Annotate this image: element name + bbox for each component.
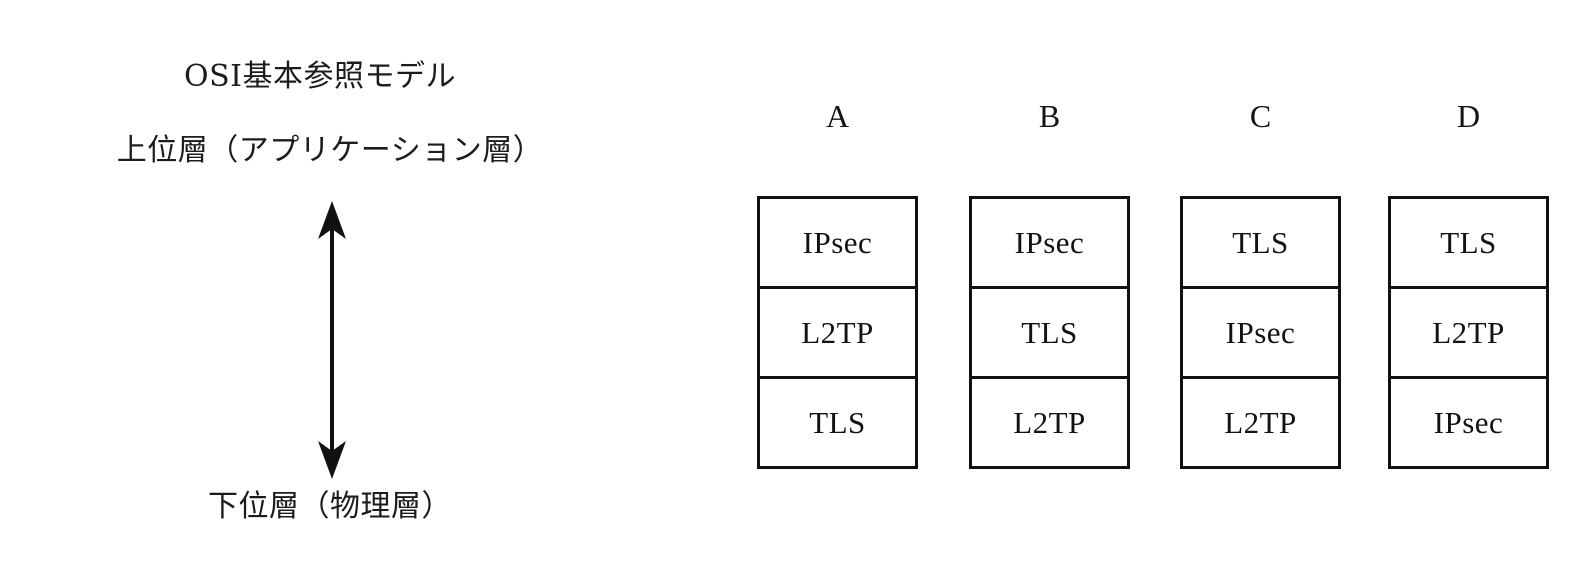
stack-c-layer-bottom: L2TP — [1224, 404, 1297, 440]
stack-a-layer-middle: L2TP — [760, 289, 915, 379]
option-stack-b: IPsec TLS L2TP — [969, 196, 1130, 469]
stack-d-layer-middle: L2TP — [1391, 289, 1546, 379]
stack-d-layer-top: TLS — [1391, 199, 1546, 289]
stack-c-layer-top: TLS — [1183, 199, 1338, 289]
stack-d-layer-bottom: IPsec — [1433, 404, 1504, 440]
option-header-a: A — [825, 98, 850, 134]
stack-b-layer-top: IPsec — [972, 199, 1127, 289]
osi-model-title: OSI基本参照モデル — [184, 59, 456, 94]
stack-b-layer-middle: TLS — [972, 289, 1127, 379]
lower-layer-label: 下位層（物理層） — [208, 489, 452, 524]
option-header-d: D — [1456, 98, 1481, 134]
option-stack-c: TLS IPsec L2TP — [1180, 196, 1341, 469]
vertical-double-arrow-icon — [297, 198, 367, 482]
upper-layer-label: 上位層（アプリケーション層） — [116, 133, 544, 168]
option-header-c: C — [1249, 98, 1272, 134]
option-stack-d: TLS L2TP IPsec — [1388, 196, 1549, 469]
stack-c-layer-middle: IPsec — [1183, 289, 1338, 379]
option-stack-a: IPsec L2TP TLS — [757, 196, 918, 469]
stack-a-layer-bottom: TLS — [809, 404, 866, 440]
stack-a-layer-top: IPsec — [760, 199, 915, 289]
option-header-b: B — [1038, 98, 1061, 134]
stack-b-layer-bottom: L2TP — [1013, 404, 1086, 440]
